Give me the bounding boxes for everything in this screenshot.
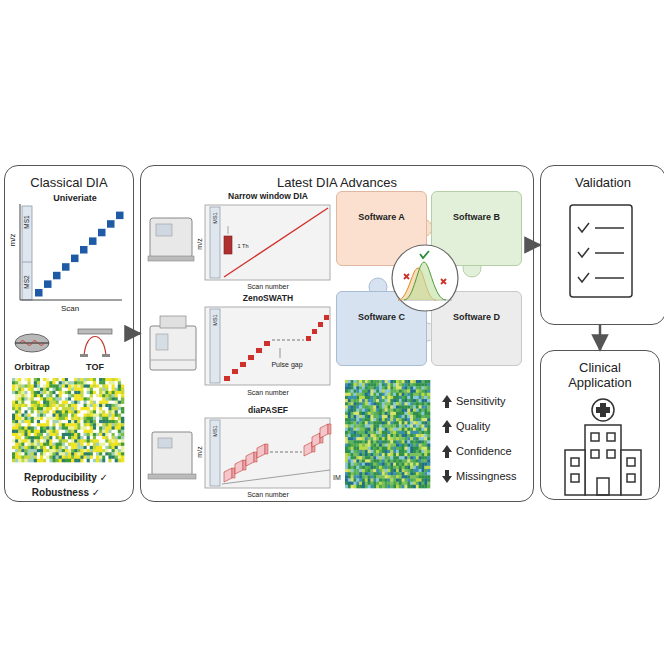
- tof-icon: [78, 329, 112, 357]
- axis-label: MS1: [23, 215, 30, 228]
- instrument-icon: [148, 432, 196, 479]
- axis-label: m/z: [196, 446, 204, 457]
- method-label: Narrow window DIA: [228, 192, 308, 201]
- axis-label: MS1: [212, 425, 218, 436]
- heatmap: [12, 378, 124, 462]
- puzzle-piece: Software D: [431, 291, 522, 366]
- axis-label: MS2: [23, 275, 30, 288]
- puzzle-piece: Software C: [336, 291, 427, 366]
- axis-label: Scan number: [247, 491, 289, 499]
- trend-label: Sensitivity: [456, 395, 506, 407]
- trend-label: Missingness: [456, 470, 517, 482]
- axis-label: m/z: [196, 238, 204, 249]
- axis-label: Scan: [61, 305, 79, 314]
- univariate-plot: [20, 204, 124, 300]
- puzzle-piece: Software B: [431, 191, 522, 266]
- axis-label: MS1: [212, 212, 218, 223]
- zenoswath-plot: [205, 307, 330, 385]
- trend-label: Confidence: [456, 445, 512, 457]
- flow-arrow: [599, 325, 602, 350]
- instrument-icon: [148, 218, 194, 261]
- gap-label: Pulse gap: [271, 361, 302, 369]
- checklist-icon: [570, 205, 632, 297]
- software-label: Software D: [432, 292, 521, 323]
- method-label: ZenoSWATH: [243, 294, 293, 303]
- instrument-label: TOF: [86, 363, 104, 373]
- panel-title: Classical DIA: [5, 166, 133, 190]
- trend-label: Quality: [456, 420, 490, 432]
- axis-label: Scan number: [247, 283, 289, 291]
- panel: Validation: [540, 165, 664, 325]
- panel-title: Clinical Application: [546, 351, 654, 390]
- axis-label: Scan number: [247, 389, 289, 397]
- puzzle-piece: Software A: [336, 191, 427, 266]
- software-label: Software A: [337, 192, 426, 223]
- window-label: 1 Th: [238, 243, 249, 249]
- narrow-window-plot: [205, 205, 330, 280]
- diapasef-plot: [205, 418, 331, 488]
- software-label: Software B: [432, 192, 521, 223]
- panel: Clinical Application: [540, 350, 660, 500]
- hospital-icon: [565, 399, 641, 495]
- consensus-circle: [392, 245, 458, 311]
- property-label: Reproducibility ✓: [24, 472, 108, 483]
- panel-title: Validation: [541, 166, 664, 190]
- axis-label: IM: [333, 474, 341, 482]
- instrument-label: Orbitrap: [14, 363, 50, 373]
- method-label: diaPASEF: [248, 406, 288, 415]
- panel-title: Latest DIA Advances: [141, 166, 533, 190]
- software-label: Software C: [337, 292, 426, 323]
- axis-label: m/z: [9, 234, 18, 247]
- orbitrap-icon: [15, 334, 49, 352]
- instrument-icon: [150, 316, 196, 370]
- heatmap: [345, 380, 430, 488]
- trend-arrows: [442, 395, 452, 483]
- plot-title: Univeriate: [53, 194, 97, 204]
- property-label: Robustness ✓: [32, 487, 100, 498]
- axis-label: MS1: [212, 314, 218, 325]
